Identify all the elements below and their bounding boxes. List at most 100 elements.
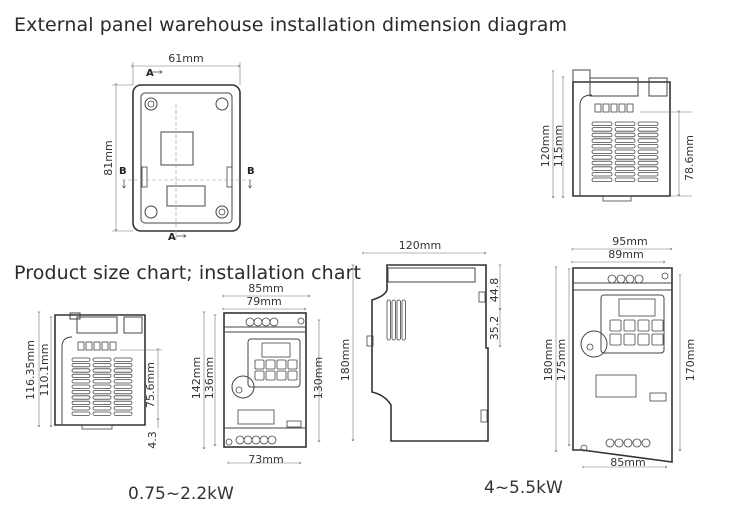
keypad-key <box>287 370 298 381</box>
panel-side-view: 120mm 115mm 78.6mm <box>539 69 696 202</box>
indicator <box>610 103 618 113</box>
vent-slot <box>614 127 636 132</box>
panel-side-overall-height: 120mm <box>539 125 552 167</box>
large-front-overall-height: 180mm <box>542 339 555 381</box>
keypad-key <box>637 333 650 346</box>
vent-slot <box>614 177 636 182</box>
vent-slot <box>637 138 659 143</box>
terminal-block <box>595 374 637 398</box>
vent-slot <box>637 177 659 182</box>
section-b-right: B <box>247 166 255 177</box>
keypad-key <box>254 359 265 370</box>
large-front-mount-width: 85mm <box>610 456 645 469</box>
panel-height-label: 81mm <box>102 140 115 175</box>
keypad-key <box>287 359 298 370</box>
vent-slot <box>591 138 613 143</box>
vent-slot <box>71 395 91 400</box>
vent-slot <box>614 121 636 126</box>
small-front-body <box>223 312 307 448</box>
terminal <box>235 435 245 445</box>
small-side-mount-height: 75.6mm <box>144 362 157 408</box>
small-front-mount-width: 73mm <box>248 453 283 466</box>
large-drive-side-view: 120mm 180mm 44.8 35.2 <box>339 239 501 442</box>
small-front-overall-width: 85mm <box>248 282 283 295</box>
vent-slot <box>637 166 659 171</box>
vent-slot <box>71 357 91 362</box>
bottom-foot <box>81 424 113 430</box>
vent-slot <box>113 379 133 384</box>
vent-slot <box>637 121 659 126</box>
large-side-lower-offset: 35.2 <box>488 316 501 341</box>
vent-slot <box>92 362 112 368</box>
caption-large-range: 4~5.5kW <box>484 478 563 498</box>
vent-slot <box>614 149 636 154</box>
vent-slot <box>92 384 112 389</box>
connector <box>649 392 667 402</box>
keypad-key <box>623 333 636 346</box>
terminal <box>243 435 253 445</box>
vent-slot <box>71 368 91 373</box>
terminal-bottom <box>235 435 277 445</box>
vent-slot <box>92 406 112 411</box>
terminal <box>616 274 626 284</box>
keypad-key <box>609 319 622 332</box>
mount-hole-tl-inner <box>147 100 155 108</box>
vent-slot <box>71 373 91 379</box>
terminal <box>259 435 269 445</box>
top-latch <box>648 77 668 97</box>
latch-left <box>141 166 148 188</box>
vent-slot <box>92 373 112 379</box>
vent-slot <box>113 406 133 411</box>
small-front-body-height: 136mm <box>203 357 216 399</box>
terminal-bottom <box>605 438 651 448</box>
large-drive-front-view: 95mm 89mm 180mm 175mm 170mm 85mm <box>542 235 697 469</box>
indicator <box>85 341 93 351</box>
mount-screw-bottom <box>580 444 588 452</box>
section-a-top: A <box>146 68 154 79</box>
small-drive-side-view: 116.35mm 110.1mm 75.6mm 4.3 <box>24 313 162 449</box>
large-side-upper-offset: 44.8 <box>488 278 501 303</box>
vent-slot <box>92 395 112 400</box>
vent-slot <box>71 389 91 395</box>
bottom-clip <box>480 409 488 423</box>
vent-slot <box>71 379 91 384</box>
large-front-body <box>572 267 673 463</box>
small-side-overall-height: 116.35mm <box>24 340 37 400</box>
terminal-block <box>237 409 275 425</box>
vent-slot <box>113 389 133 395</box>
terminal <box>269 317 279 327</box>
small-drive-front-view: 85mm 79mm 142mm 136mm 130mm 73mm <box>190 282 325 466</box>
potentiometer-knob <box>231 375 255 399</box>
vent-slot <box>92 411 112 416</box>
mount-screw-top <box>661 272 669 280</box>
vent-slot <box>92 389 112 395</box>
vent-slot <box>591 121 613 126</box>
vent-slot <box>92 400 112 406</box>
terminal <box>632 438 642 448</box>
indicator-row <box>594 103 634 113</box>
vent-slot <box>637 171 659 177</box>
small-front-body-width: 79mm <box>246 295 281 308</box>
vent-slot <box>113 373 133 379</box>
terminal <box>607 274 617 284</box>
indicator <box>93 341 101 351</box>
terminal <box>634 274 644 284</box>
vent-slot <box>71 384 91 389</box>
large-side-height: 180mm <box>339 339 352 381</box>
keypad <box>600 294 665 354</box>
vent-slot <box>614 160 636 166</box>
display-screen <box>261 342 291 358</box>
terminal <box>605 438 615 448</box>
terminal <box>253 317 263 327</box>
keypad-key <box>276 359 287 370</box>
top-latch <box>123 316 143 334</box>
keypad-key <box>265 359 276 370</box>
panel-front-view: 61mm 81mm A A B B <box>102 52 255 243</box>
keypad-key <box>637 319 650 332</box>
keypad-key <box>623 319 636 332</box>
top-clip <box>572 69 591 82</box>
vent-slot <box>113 411 133 416</box>
section-a-bottom: A <box>168 232 176 243</box>
vent-slot <box>637 160 659 166</box>
potentiometer-knob <box>580 330 608 358</box>
